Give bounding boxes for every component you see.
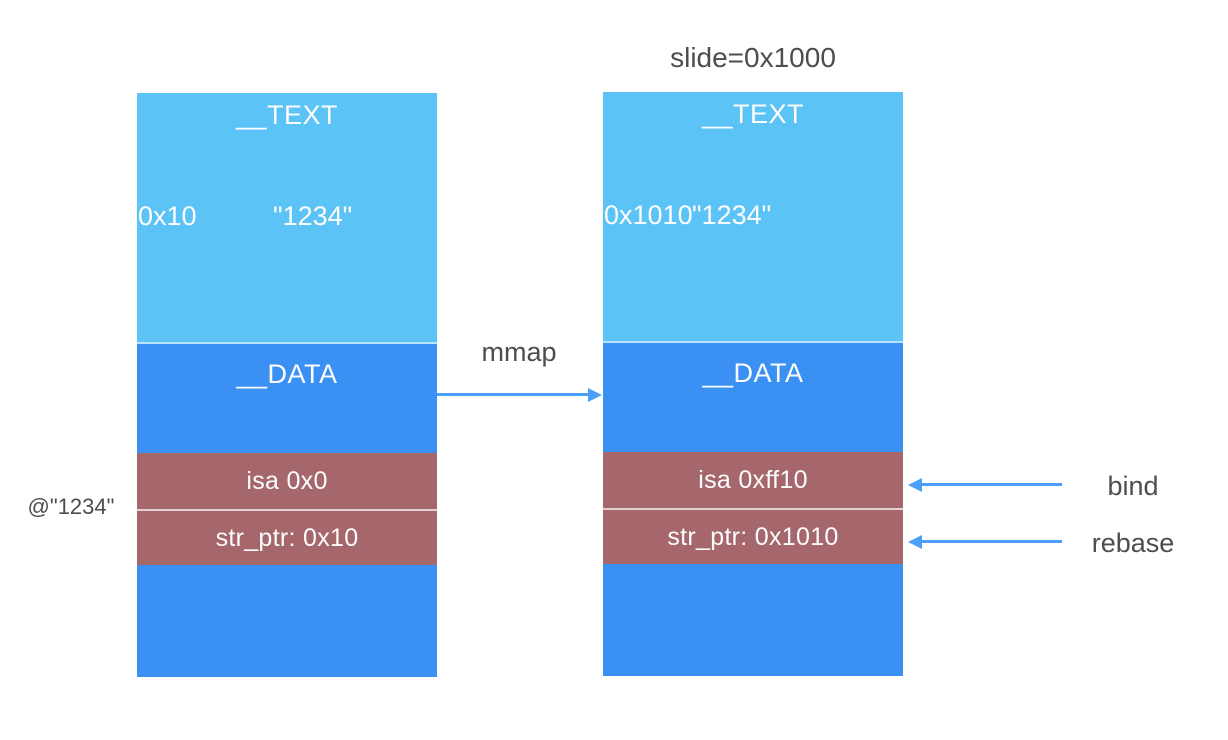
bind-label: bind <box>1107 471 1159 501</box>
rebase-arrow-icon <box>908 535 1062 549</box>
left-string-literal: "1234" <box>273 201 353 231</box>
bind-arrow-icon <box>908 478 1062 492</box>
right-isa-pointer-row: isa 0xff10 <box>603 452 903 510</box>
rebase-label: rebase <box>1091 528 1175 558</box>
mmap-arrow-line <box>437 393 588 396</box>
right-data-segment: __DATA <box>603 343 903 452</box>
right-text-segment-label: __TEXT <box>701 99 805 129</box>
left-isa-pointer-row: isa 0x0 <box>137 453 437 511</box>
mmap-label: mmap <box>481 337 557 367</box>
slide-value-label: slide=0x1000 <box>670 42 836 73</box>
right-data-segment-label: __DATA <box>702 358 804 388</box>
mmap-arrow-icon <box>437 388 602 402</box>
mmap-arrowhead-icon <box>588 388 602 402</box>
bind-arrowhead-icon <box>908 478 922 492</box>
left-address: 0x10 <box>138 201 197 231</box>
right-address-row: 0x1010 "1234" <box>603 200 903 230</box>
left-data-segment: __DATA <box>137 344 437 453</box>
rebase-arrowhead-icon <box>908 535 922 549</box>
left-bottom-data-segment <box>137 565 437 677</box>
right-text-segment: __TEXT 0x1010 "1234" <box>603 92 903 343</box>
left-memory-column: __TEXT 0x10 "1234" __DATA isa 0x0 str_pt… <box>137 93 437 677</box>
left-data-segment-label: __DATA <box>236 359 338 389</box>
bind-arrow-line <box>921 483 1062 486</box>
right-address: 0x1010 <box>604 200 693 230</box>
right-isa-pointer-text: isa 0xff10 <box>698 465 808 494</box>
left-address-row: 0x10 "1234" <box>137 201 437 231</box>
object-literal-label: @"1234" <box>27 494 115 519</box>
rebase-arrow-line <box>921 540 1062 543</box>
left-text-segment: __TEXT 0x10 "1234" <box>137 93 437 344</box>
right-bottom-data-segment <box>603 564 903 676</box>
right-memory-column: __TEXT 0x1010 "1234" __DATA isa 0xff10 s… <box>603 92 903 676</box>
left-text-segment-label: __TEXT <box>235 100 339 130</box>
right-strptr-pointer-text: str_ptr: 0x1010 <box>667 522 839 551</box>
left-strptr-pointer-row: str_ptr: 0x10 <box>137 511 437 565</box>
right-string-literal: "1234" <box>692 200 772 230</box>
left-strptr-pointer-text: str_ptr: 0x10 <box>215 523 359 552</box>
left-isa-pointer-text: isa 0x0 <box>246 466 328 495</box>
right-strptr-pointer-row: str_ptr: 0x1010 <box>603 510 903 564</box>
